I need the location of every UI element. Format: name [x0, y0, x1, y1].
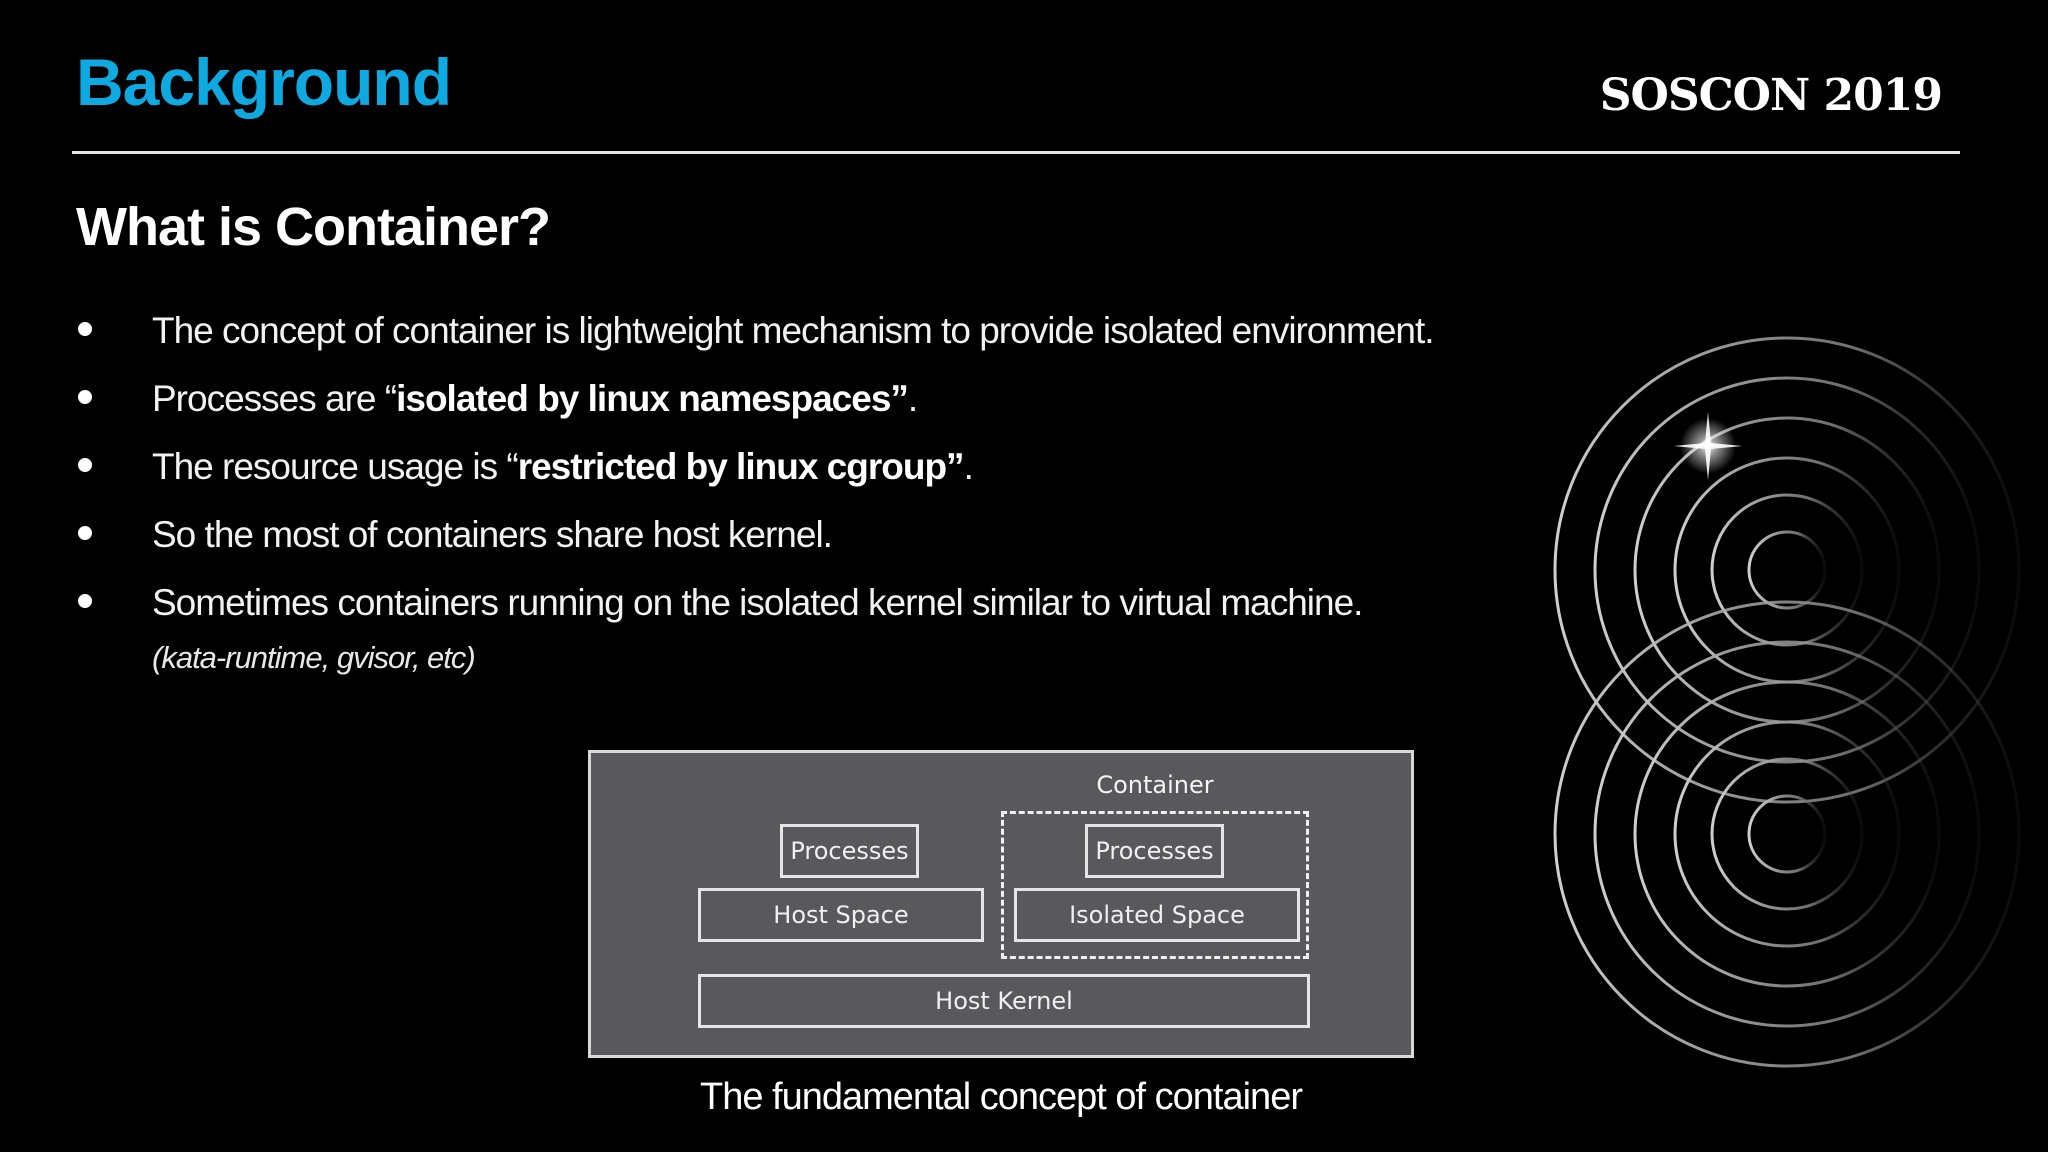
- sparkle-icon: [1674, 412, 1742, 480]
- bullet-text: So the most of containers share host ker…: [152, 514, 833, 555]
- section-title: Background: [76, 45, 452, 119]
- container-label: Container: [1096, 771, 1214, 799]
- bullet-list: The concept of container is lightweight …: [76, 296, 1516, 636]
- bullet-dot-icon: [78, 390, 92, 404]
- bullet-dot-icon: [78, 594, 92, 608]
- header-divider: [72, 151, 1960, 154]
- brand-logo: SOSCON 2019: [1599, 70, 1943, 121]
- bullet-item: Processes are “isolated by linux namespa…: [76, 364, 1516, 432]
- bullet-text: Processes are “isolated by linux namespa…: [152, 378, 918, 419]
- bullet-dot-icon: [78, 458, 92, 472]
- bullet-item: Sometimes containers running on the isol…: [76, 568, 1516, 636]
- isolated-space-box: Isolated Space: [1014, 888, 1300, 942]
- host-space-box: Host Space: [698, 888, 984, 942]
- container-boundary: [1001, 811, 1309, 959]
- bullet-note: (kata-runtime, gvisor, etc): [152, 640, 476, 675]
- container-diagram: Container Processes Processes Host Space…: [588, 750, 1414, 1058]
- container-processes-box: Processes: [1085, 824, 1224, 878]
- infinity-swirl-icon: [1553, 336, 2021, 1068]
- bullet-item: So the most of containers share host ker…: [76, 500, 1516, 568]
- bullet-item: The resource usage is “restricted by lin…: [76, 432, 1516, 500]
- host-kernel-box: Host Kernel: [698, 974, 1310, 1028]
- bullet-text: Sometimes containers running on the isol…: [152, 582, 1363, 623]
- slide-heading: What is Container?: [76, 197, 551, 257]
- bullet-text: The resource usage is “restricted by lin…: [152, 446, 974, 487]
- host-processes-box: Processes: [780, 824, 919, 878]
- bullet-dot-icon: [78, 322, 92, 336]
- bullet-text: The concept of container is lightweight …: [152, 310, 1435, 351]
- bullet-dot-icon: [78, 526, 92, 540]
- diagram-caption: The fundamental concept of container: [700, 1076, 1303, 1118]
- bullet-item: The concept of container is lightweight …: [76, 296, 1516, 364]
